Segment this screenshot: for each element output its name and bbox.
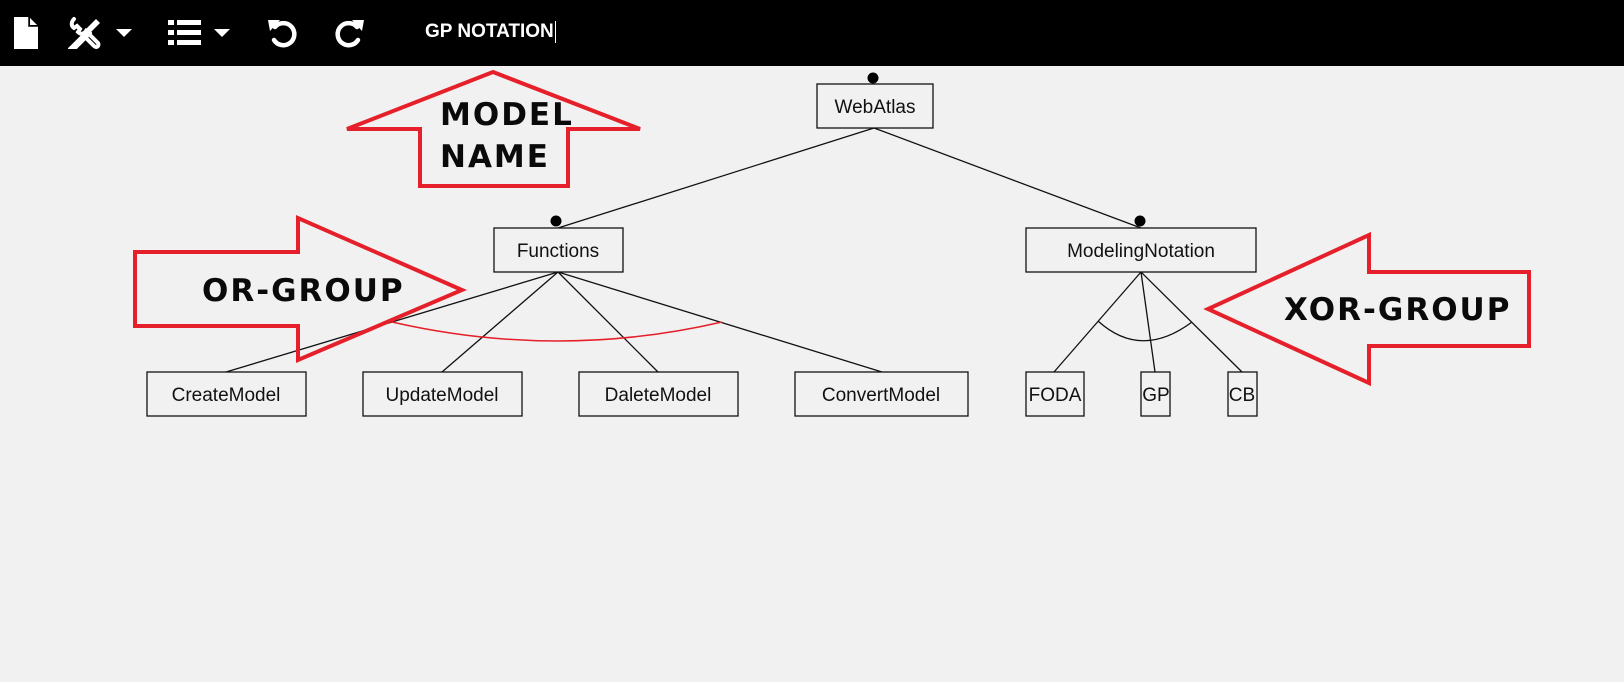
list-icon bbox=[168, 20, 201, 45]
node-convertmodel[interactable]: ConvertModel bbox=[794, 371, 969, 417]
edge-root-functions bbox=[557, 127, 875, 229]
node-label: CreateModel bbox=[172, 385, 281, 406]
node-createmodel[interactable]: CreateModel bbox=[146, 371, 307, 417]
list-menu-button[interactable] bbox=[168, 13, 232, 53]
undo-icon bbox=[268, 20, 297, 48]
undo-button[interactable] bbox=[266, 13, 300, 53]
model-name-arrow-shape bbox=[346, 69, 641, 188]
node-label: ModelingNotation bbox=[1067, 241, 1215, 262]
node-label: ConvertModel bbox=[822, 385, 940, 406]
node-foda[interactable]: FODA bbox=[1025, 371, 1085, 417]
tools-menu-button[interactable] bbox=[68, 13, 134, 53]
mandatory-dot-root bbox=[867, 72, 879, 84]
xor-group-arc bbox=[1097, 320, 1193, 342]
edge-functions-deletemodel bbox=[557, 271, 659, 373]
node-modelingnotation[interactable]: ModelingNotation bbox=[1025, 227, 1257, 273]
redo-icon bbox=[335, 20, 364, 48]
node-label: CB bbox=[1229, 385, 1255, 406]
toolbar: GP NOTATION bbox=[0, 0, 1624, 66]
new-file-button[interactable] bbox=[12, 13, 40, 53]
redo-button[interactable] bbox=[332, 13, 366, 53]
or-group-annotation: OR-GROUP bbox=[202, 273, 405, 309]
node-label: UpdateModel bbox=[385, 385, 498, 406]
edge-notation-foda bbox=[1053, 271, 1142, 373]
node-updatemodel[interactable]: UpdateModel bbox=[362, 371, 523, 417]
mandatory-dot-functions bbox=[550, 215, 562, 227]
node-label: Functions bbox=[517, 241, 599, 262]
mandatory-dot-modelingnotation bbox=[1134, 215, 1146, 227]
text-caret bbox=[554, 20, 556, 43]
edge-notation-gp bbox=[1140, 271, 1156, 373]
file-icon bbox=[14, 17, 38, 49]
node-label: WebAtlas bbox=[835, 97, 916, 118]
node-cb[interactable]: CB bbox=[1227, 371, 1258, 417]
node-label: FODA bbox=[1029, 385, 1082, 406]
model-name-field[interactable]: GP NOTATION bbox=[425, 17, 556, 47]
node-functions[interactable]: Functions bbox=[493, 227, 624, 273]
node-label: GP bbox=[1142, 385, 1169, 406]
xor-group-arrow-shape bbox=[1203, 231, 1531, 387]
node-label: DaleteModel bbox=[605, 385, 712, 406]
node-webatlas[interactable]: WebAtlas bbox=[816, 83, 934, 129]
model-name-text: GP NOTATION bbox=[425, 21, 554, 42]
feature-diagram: WebAtlas Functions ModelingNotation Crea… bbox=[133, 69, 1531, 417]
or-group-arc bbox=[391, 321, 723, 342]
xor-group-annotation: XOR-GROUP bbox=[1284, 292, 1511, 328]
chevron-down-icon bbox=[214, 29, 230, 37]
annotations bbox=[133, 69, 1531, 387]
edge-root-modelingnotation bbox=[873, 127, 1142, 229]
node-gp[interactable]: GP bbox=[1140, 371, 1171, 417]
wrench-screwdriver-icon bbox=[68, 17, 101, 50]
diagram-canvas[interactable]: WebAtlas Functions ModelingNotation Crea… bbox=[0, 66, 1624, 682]
edge-functions-updatemodel bbox=[441, 271, 559, 373]
or-group-arrow-shape bbox=[133, 214, 468, 364]
model-name-annotation-line1: MODEL bbox=[440, 97, 574, 133]
model-name-annotation-line2: NAME bbox=[440, 139, 550, 175]
chevron-down-icon bbox=[116, 29, 132, 37]
node-deletemodel[interactable]: DaleteModel bbox=[578, 371, 739, 417]
